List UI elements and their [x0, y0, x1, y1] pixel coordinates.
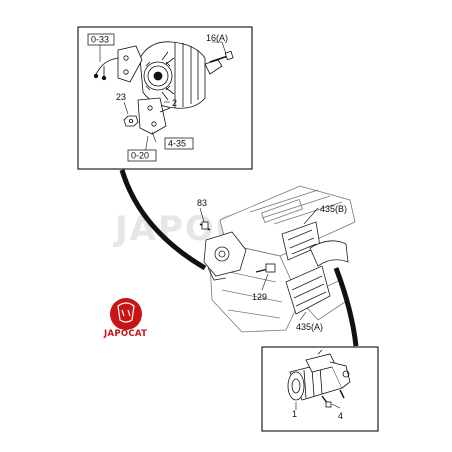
ref-box-4-35: [164, 137, 194, 150]
callout-23: 23: [116, 92, 126, 102]
japocat-logo: JAPOCAT: [103, 298, 147, 339]
connector-top-to-engine: [119, 169, 207, 271]
callout-2: 2: [172, 98, 177, 108]
callout-16a: 16(A): [206, 33, 228, 43]
alternator-inset: 0-33 16(A) 23 2 4-35 0-20: [77, 26, 253, 170]
engine-drawing: [199, 185, 356, 333]
callout-4-35: 4-35: [168, 139, 186, 149]
logo-text: JAPOCAT: [103, 329, 147, 339]
ref-box-0-20: [127, 149, 157, 162]
engine-leaders: [199, 207, 319, 321]
callout-1: 1: [292, 409, 297, 419]
callout-435a: 435(A): [296, 322, 323, 332]
callout-435b: 435(B): [320, 204, 347, 214]
starter-leaders: [295, 402, 341, 410]
starter-inset: 1 4: [261, 346, 379, 432]
callout-129: 129: [252, 292, 267, 302]
callout-0-33: 0-33: [91, 35, 109, 45]
starter-drawing: [287, 349, 351, 408]
connector-engine-to-bottom: [333, 267, 359, 347]
callout-83: 83: [197, 198, 207, 208]
alternator-drawing: [93, 41, 234, 135]
callout-0-20: 0-20: [131, 151, 149, 161]
callout-4: 4: [338, 411, 343, 421]
ref-box-0-33: [87, 33, 115, 46]
logo-mark-icon: [117, 302, 135, 323]
